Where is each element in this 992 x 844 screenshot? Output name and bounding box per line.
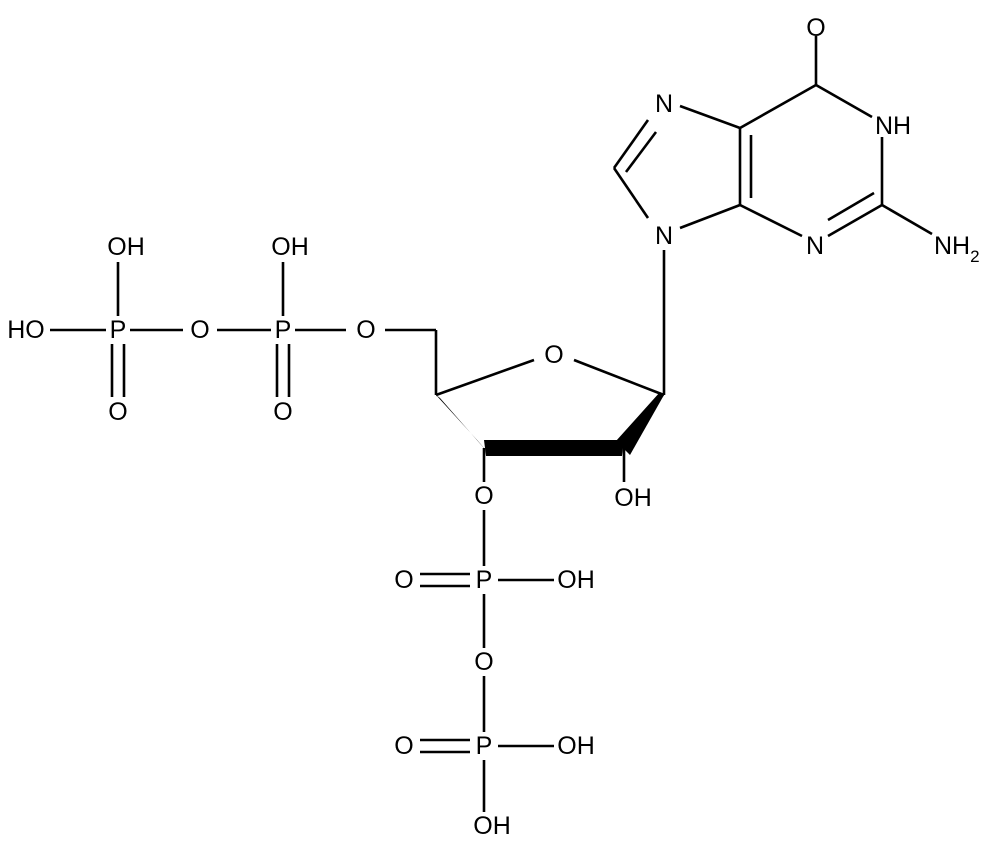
atom-p3b-o-double: O — [394, 732, 413, 760]
atom-nh2: NH2 — [934, 232, 980, 266]
bond-o4prime-c4prime — [435, 358, 535, 397]
atom-nh2-subscript: 2 — [970, 247, 979, 266]
atom-n9: N — [655, 222, 673, 250]
wedge-c2prime-c1prime — [616, 392, 664, 455]
atom-p3b-oh-bottom: OH — [473, 812, 511, 840]
atom-p3a: P — [476, 566, 493, 594]
bond-n7-c8 — [612, 119, 650, 169]
wedge-c3prime-c2prime — [484, 440, 624, 456]
atom-p-alpha-o-double: O — [273, 398, 292, 426]
bond-n7-c8-double — [624, 131, 658, 173]
atom-n1h: NH — [875, 112, 911, 140]
bond-n9-c4 — [679, 203, 741, 230]
atom-n7: N — [655, 90, 673, 118]
atom-p3a-oh: OH — [557, 566, 595, 594]
atom-o3prime: O — [474, 482, 493, 510]
atom-p3b-oh: OH — [557, 732, 595, 760]
atom-p3b: P — [476, 732, 493, 760]
atom-o-carbonyl: O — [806, 14, 825, 42]
atom-o5prime: O — [356, 316, 375, 344]
ribose-wedge-bonds — [436, 392, 664, 456]
atom-p-alpha: P — [275, 316, 292, 344]
atom-nh2-main: NH — [934, 232, 970, 260]
atom-o-ring: O — [544, 341, 563, 369]
wedge-c4prime-c3prime — [436, 395, 490, 455]
bond-c8-n9 — [612, 167, 650, 219]
atom-p-beta-o-double: O — [108, 398, 127, 426]
bond-c1prime-o4prime — [573, 358, 665, 397]
bond-c2-n3-double — [827, 191, 875, 222]
atom-p-beta-oh: OH — [107, 233, 145, 261]
atom-p-beta: P — [110, 316, 127, 344]
bond-c5-c6 — [739, 83, 817, 130]
atom-o-bridge-1: O — [190, 316, 209, 344]
atom-o-bridge-2: O — [474, 648, 493, 676]
bond-n3-c4 — [739, 203, 803, 238]
bond-c5-n7 — [679, 104, 741, 130]
atom-p-beta-ho: HO — [7, 316, 45, 344]
atom-p3a-o-double: O — [394, 566, 413, 594]
atom-o2prime-oh: OH — [614, 484, 652, 512]
atom-p-alpha-oh: OH — [271, 233, 309, 261]
bond-c2-nh2 — [881, 203, 933, 236]
bond-c2-n3 — [827, 203, 883, 238]
atom-n3: N — [806, 232, 824, 260]
atom-labels: O NH N N N NH2 O OH O P OH O O P OH O HO… — [7, 14, 979, 840]
bond-lines — [50, 36, 933, 812]
bond-c6-n1 — [815, 83, 873, 119]
